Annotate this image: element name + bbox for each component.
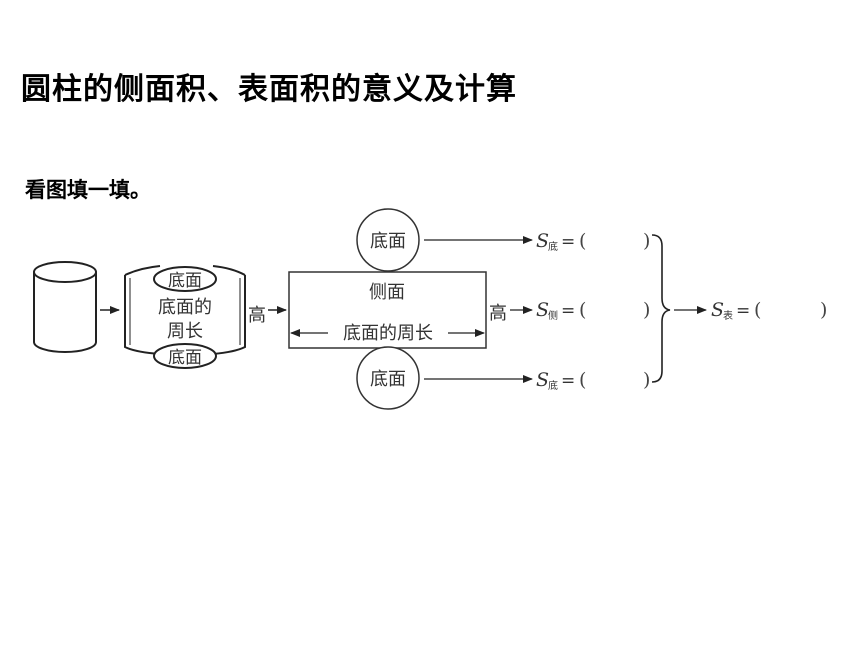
formula-subscript: 侧	[548, 309, 558, 322]
answer-blank-close: )	[643, 299, 650, 321]
formula-total-area: S 表 = ( )	[711, 299, 827, 322]
formula-subscript: 底	[548, 379, 558, 392]
formula-equals: =	[561, 232, 575, 252]
unrolling-cylinder-icon	[124, 265, 246, 369]
formula-equals: =	[561, 301, 575, 321]
bottom-base-label: 底面	[168, 348, 202, 368]
top-base-label: 底面	[168, 271, 202, 291]
top-base-circle-label: 底面	[370, 231, 406, 252]
answer-blank-close: )	[820, 299, 827, 321]
answer-blank-close: )	[643, 369, 650, 391]
height-label-right: 高	[489, 303, 507, 324]
height-label-left: 高	[248, 305, 266, 326]
formula-symbol: S	[536, 230, 549, 252]
answer-blank-open: (	[579, 369, 586, 391]
answer-blank-open: (	[579, 299, 586, 321]
lateral-face-label: 侧面	[369, 282, 405, 303]
formula-subscript: 表	[723, 309, 733, 322]
formula-equals: =	[736, 301, 750, 321]
formula-symbol: S	[536, 369, 549, 391]
bottom-base-circle	[356, 346, 420, 410]
page-title: 圆柱的侧面积、表面积的意义及计算	[21, 72, 517, 107]
instruction-text: 看图填一填。	[25, 178, 151, 202]
formula-lateral-area: S 侧 = ( )	[536, 299, 650, 322]
base-circumference-label: 底面的周长	[343, 323, 433, 344]
top-base-circle	[356, 208, 420, 272]
answer-blank-open: (	[754, 299, 761, 321]
formula-symbol: S	[536, 299, 549, 321]
formula-symbol: S	[711, 299, 724, 321]
base-circumference-label-line2: 周长	[167, 321, 203, 342]
formula-base-area-bottom: S 底 = ( )	[536, 369, 650, 392]
formula-equals: =	[561, 371, 575, 391]
answer-blank-close: )	[643, 230, 650, 252]
curly-brace-icon	[651, 234, 671, 383]
base-circumference-label-line1: 底面的	[158, 297, 212, 318]
cylinder-icon	[33, 261, 97, 353]
formula-subscript: 底	[548, 240, 558, 253]
bottom-base-circle-label: 底面	[370, 369, 406, 390]
answer-blank-open: (	[579, 230, 586, 252]
formula-base-area-top: S 底 = ( )	[536, 230, 650, 253]
